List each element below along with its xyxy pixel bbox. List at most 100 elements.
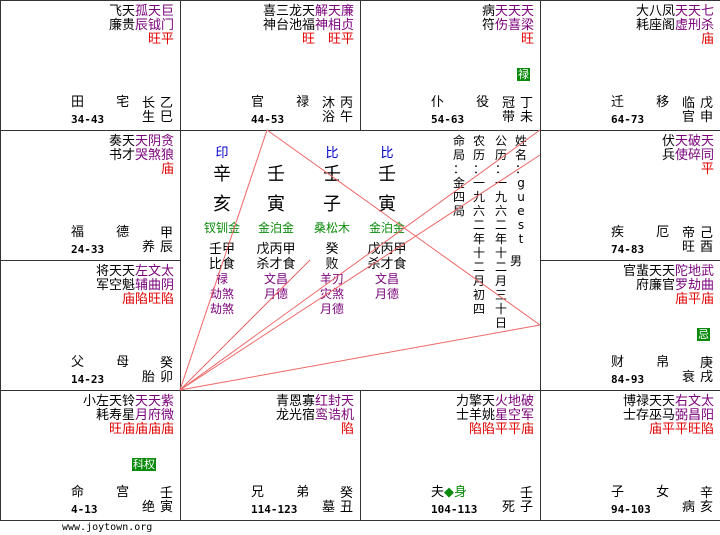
star-char: 福 bbox=[302, 18, 316, 33]
star-char: 喜 bbox=[263, 4, 277, 19]
star-char: 才 bbox=[122, 148, 136, 163]
star-char: 存 bbox=[636, 408, 650, 423]
star-brightness: 陷 bbox=[469, 422, 483, 437]
star-char: 寡 bbox=[302, 394, 316, 409]
star-char: 罗 bbox=[675, 278, 689, 293]
star-columns: 武曲庙地劫平陀罗庙天官 天廉 蜚府 官 bbox=[623, 265, 714, 307]
palace-name: 福 德 bbox=[71, 225, 144, 240]
star-char: 阴 bbox=[161, 278, 175, 293]
stem-branch: 丁未 bbox=[520, 97, 534, 125]
star-column: 奏书 bbox=[109, 135, 122, 177]
star-char: 大 bbox=[636, 4, 650, 19]
star-brightness: 庙 bbox=[675, 292, 689, 307]
star-column: 八座 bbox=[649, 5, 662, 47]
stem-branch: 甲辰 bbox=[160, 227, 174, 255]
star-char: 军 bbox=[521, 408, 535, 423]
star-brightness: 庙 bbox=[701, 292, 715, 307]
footer-url[interactable]: www.joytown.org bbox=[62, 522, 153, 533]
age-range: 14-23 bbox=[71, 373, 105, 386]
star-char: 昌 bbox=[688, 408, 702, 423]
sihua-badge: 忌 bbox=[697, 323, 710, 342]
star-char: 天 bbox=[701, 134, 715, 149]
star-char: 符 bbox=[482, 18, 496, 33]
star-char: 官 bbox=[623, 264, 637, 279]
vertical-char: 命 bbox=[452, 134, 465, 148]
stem-branch: 己酉 bbox=[700, 227, 714, 255]
star-column: 廉贞平 bbox=[341, 5, 354, 47]
pillar-nayin: 金泊金 bbox=[257, 221, 294, 235]
palace-name: 迁 移 bbox=[611, 95, 684, 110]
star-char: 姚 bbox=[482, 408, 496, 423]
palace-name: 子 女 bbox=[611, 485, 684, 500]
star-column: 青龙 bbox=[276, 395, 289, 437]
star-column: 龙池 bbox=[289, 5, 302, 47]
star-column: 天伤 bbox=[495, 5, 508, 47]
pillar-branch: 亥 bbox=[213, 194, 231, 215]
star-char: 飞 bbox=[109, 4, 123, 19]
shensha-item: 月德 bbox=[319, 302, 344, 316]
star-column: 天巫庙 bbox=[649, 395, 662, 437]
star-column: 左耗 bbox=[96, 395, 109, 437]
shensha-item: 劫煞 bbox=[209, 302, 234, 316]
star-columns: 紫微庙天府庙天月庙铃星庙天寿旺左耗 小 bbox=[83, 395, 174, 437]
star-char: 鸾 bbox=[315, 408, 329, 423]
star-char: 破 bbox=[688, 134, 702, 149]
vertical-char: 年 bbox=[494, 232, 507, 246]
star-char: 门 bbox=[161, 18, 175, 33]
star-columns: 廉贞平天相旺解神 天福旺龙池 三台 喜神 bbox=[263, 5, 354, 47]
star-brightness: 庙 bbox=[701, 32, 715, 47]
star-columns: 天梁旺天喜 天伤 病符 bbox=[482, 5, 534, 47]
star-char: 贪 bbox=[161, 134, 175, 149]
star-char: 右 bbox=[675, 394, 689, 409]
star-char: 伤 bbox=[495, 18, 509, 33]
stem-branch-char: 戊 bbox=[700, 96, 714, 111]
star-char: 池 bbox=[289, 18, 303, 33]
life-stage-char: 临 bbox=[682, 96, 696, 111]
pillar-nayin: 金泊金 bbox=[368, 221, 405, 235]
star-column: 右弼平 bbox=[675, 395, 688, 437]
pillar-ten-god: 印 bbox=[215, 146, 229, 161]
star-char: 天 bbox=[482, 394, 496, 409]
star-char: 天 bbox=[302, 4, 316, 19]
star-columns: 天机陷封诰 红鸾 寡宿 恩光 青龙 bbox=[276, 395, 354, 437]
star-char: 天 bbox=[662, 264, 676, 279]
star-column: 天福旺 bbox=[302, 5, 315, 47]
star-column: 封诰 bbox=[328, 395, 341, 437]
star-char: 梁 bbox=[521, 18, 535, 33]
star-brightness: 平 bbox=[662, 422, 676, 437]
star-columns: 破军庙地空平火星平天姚陷擎羊陷力士 bbox=[456, 395, 534, 437]
star-char: 曲 bbox=[701, 278, 715, 293]
star-char: 七 bbox=[701, 4, 715, 19]
solar-date-column: 公历：一九六二年十二月三十日 bbox=[494, 134, 508, 330]
palace-name: 仆 役 bbox=[431, 95, 504, 110]
vertical-char: u bbox=[517, 190, 525, 204]
star-column: 天刑 bbox=[688, 5, 701, 47]
star-char: 魁 bbox=[122, 278, 136, 293]
star-char: 太 bbox=[701, 394, 715, 409]
vertical-char: 四 bbox=[472, 302, 485, 316]
star-char: 紫 bbox=[161, 394, 175, 409]
vertical-char: 九 bbox=[494, 190, 507, 204]
star-column: 力士 bbox=[456, 395, 469, 437]
star-char: 封 bbox=[328, 394, 342, 409]
star-char: 力 bbox=[456, 394, 470, 409]
stem-branch-char: 巳 bbox=[160, 110, 174, 125]
star-column: 贪狼庙 bbox=[161, 135, 174, 177]
stem-branch: 辛亥 bbox=[700, 487, 714, 515]
palace-name-part: 夫 bbox=[431, 485, 445, 500]
star-column: 巨门平 bbox=[161, 5, 174, 47]
star-brightness: 旺 bbox=[148, 32, 162, 47]
star-char: 龙 bbox=[289, 4, 303, 19]
vertical-char: t bbox=[518, 232, 524, 246]
star-char: 兵 bbox=[662, 148, 676, 163]
